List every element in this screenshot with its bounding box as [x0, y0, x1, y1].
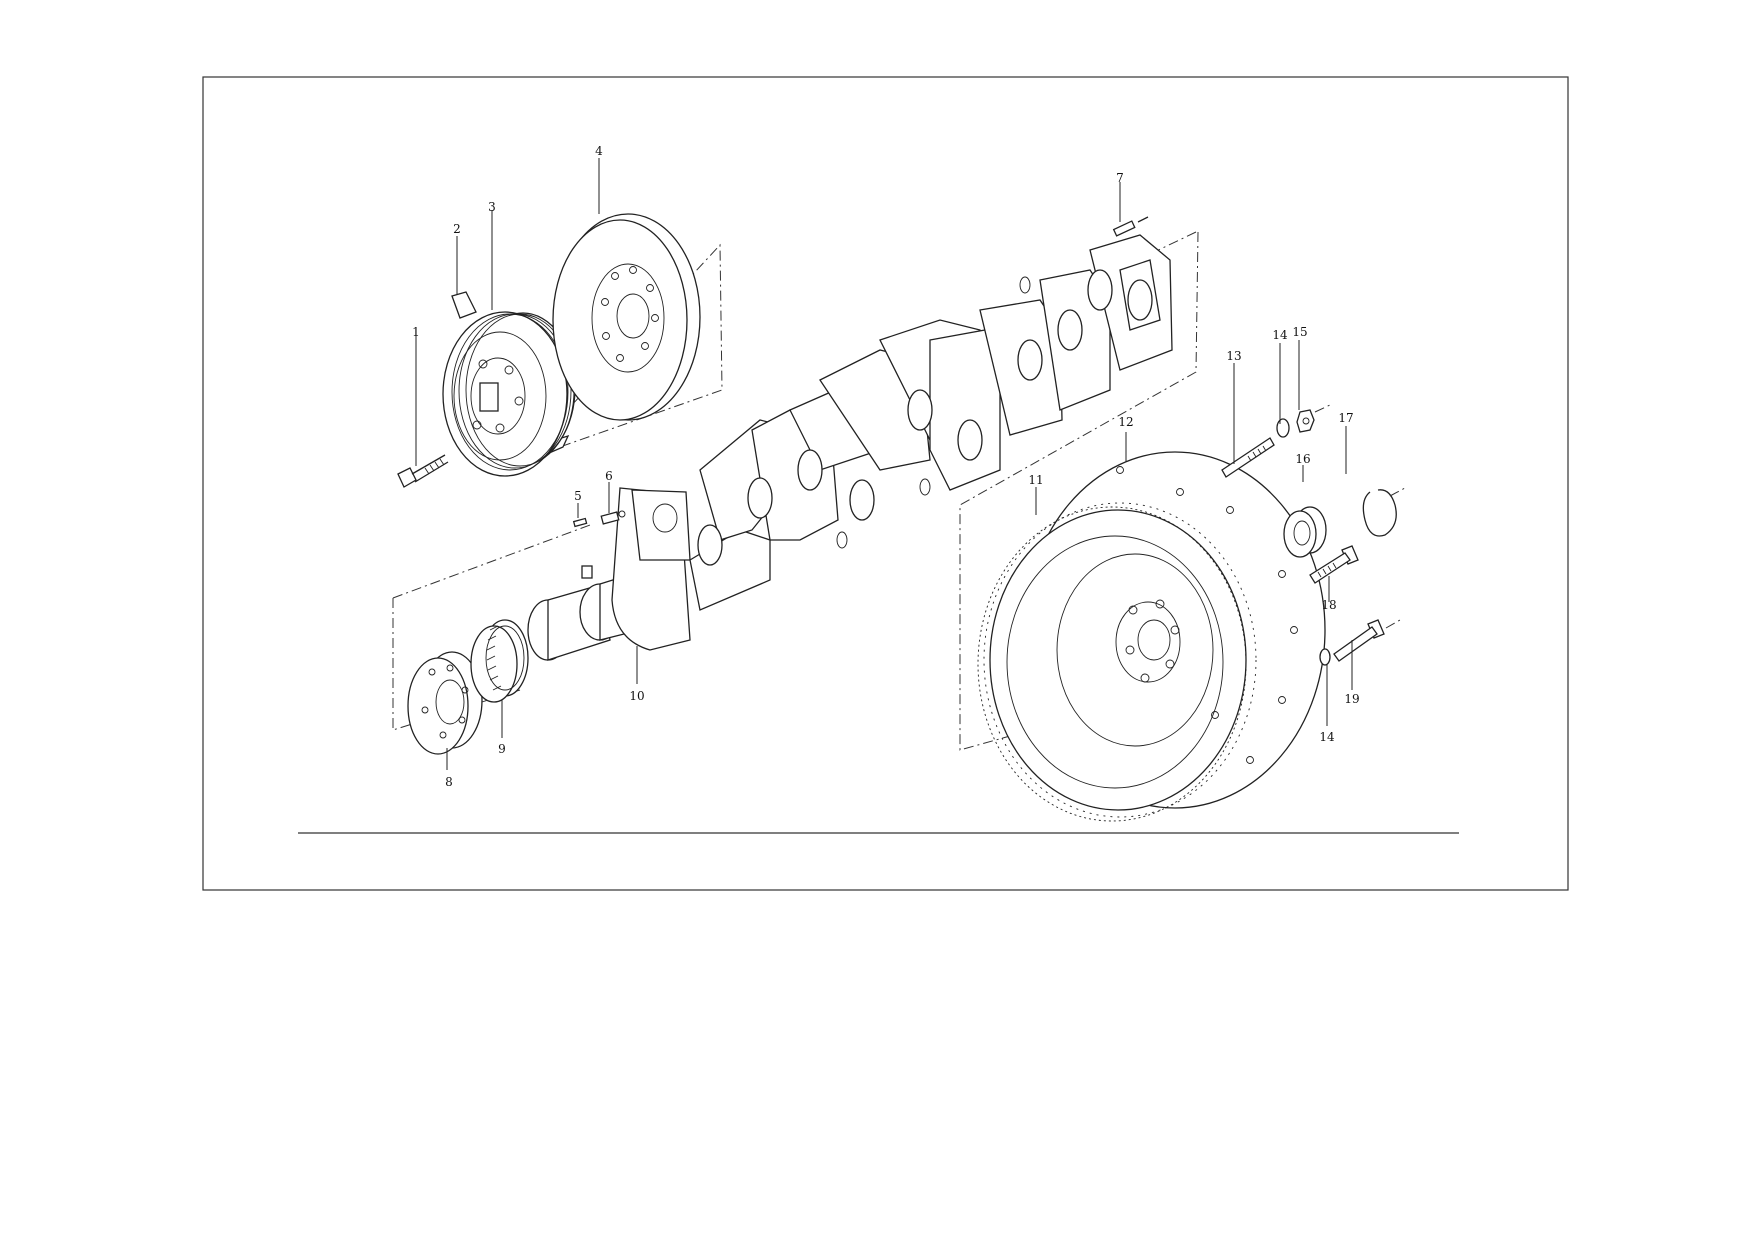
dowel-pin — [600, 510, 626, 525]
callout-10: 10 — [629, 689, 644, 703]
nut — [1296, 404, 1331, 433]
crankshaft — [527, 234, 1173, 661]
ring-gear — [977, 502, 1257, 822]
callout-2: 2 — [453, 222, 461, 236]
flywheel-bolt — [1309, 545, 1359, 584]
pulley-bolt — [397, 454, 449, 488]
callout-17: 17 — [1338, 411, 1353, 425]
pilot-bearing — [1283, 506, 1327, 558]
callout-19: 19 — [1344, 692, 1359, 706]
callout-7: 7 — [1116, 171, 1124, 185]
callout-4: 4 — [595, 144, 603, 158]
callout-14-top: 14 — [1272, 328, 1288, 342]
callout-15: 15 — [1292, 325, 1307, 339]
crank-gear-hub — [407, 651, 483, 755]
callout-1: 1 — [412, 325, 420, 339]
snap-ring — [1362, 487, 1406, 537]
leader-lines — [415, 158, 1353, 770]
callout-16: 16 — [1295, 452, 1310, 466]
callout-18: 18 — [1321, 598, 1336, 612]
callout-3: 3 — [488, 200, 496, 214]
woodruff-key — [572, 517, 588, 528]
callout-6: 6 — [605, 469, 613, 483]
timing-gear — [470, 619, 529, 703]
flywheel-stud — [1221, 437, 1275, 478]
drawing-frame — [202, 76, 1569, 891]
flywheel — [989, 451, 1326, 811]
vibration-damper — [552, 213, 701, 421]
crank-pulley — [442, 311, 576, 477]
callout-8: 8 — [445, 775, 453, 789]
callout-11: 11 — [1028, 473, 1043, 487]
callout-12: 12 — [1118, 415, 1133, 429]
callout-14-bottom: 14 — [1319, 730, 1335, 744]
callout-5: 5 — [574, 489, 582, 503]
flywheel-bolt-long — [1319, 619, 1401, 666]
rear-pin — [1112, 216, 1149, 237]
callout-13: 13 — [1226, 349, 1241, 363]
callout-labels: 1 2 3 4 5 6 7 8 9 10 11 12 13 14 15 16 1… — [412, 144, 1359, 789]
callout-9: 9 — [498, 742, 506, 756]
washer-top — [1276, 418, 1290, 438]
